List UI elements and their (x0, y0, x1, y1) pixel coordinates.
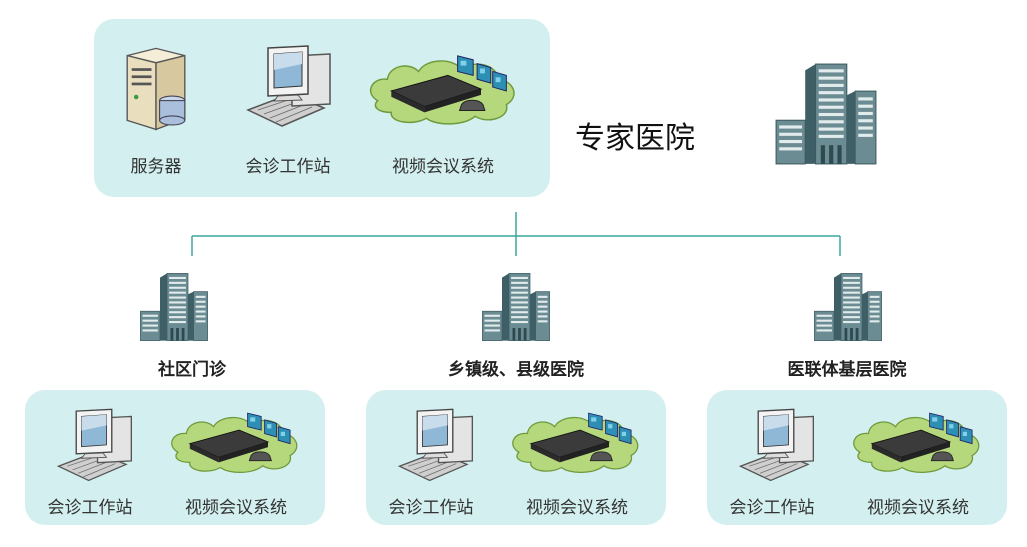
branch-3-device-label-video: 视频会议系统 (867, 498, 969, 518)
branch-3-device-label-workstation: 会诊工作站 (729, 498, 815, 518)
branch-1-device-label-workstation: 会诊工作站 (47, 498, 133, 518)
video-conference-icon (364, 50, 520, 128)
workstation-icon (728, 404, 824, 484)
branch-2-device-label-workstation: 会诊工作站 (388, 498, 474, 518)
video-conference-icon (505, 408, 645, 476)
branch-building-icon-1 (132, 272, 216, 342)
branch-building-icon-2 (474, 272, 558, 342)
branch-title-1: 社区门诊 (158, 360, 226, 380)
hq-device-label-video: 视频会议系统 (392, 157, 494, 177)
video-conference-icon (164, 408, 304, 476)
hq-device-label-server: 服务器 (130, 157, 182, 177)
hq-building-icon (748, 62, 904, 166)
branch-2-device-label-video: 视频会议系统 (526, 498, 628, 518)
workstation-icon (387, 404, 483, 484)
hq-device-label-workstation: 会诊工作站 (245, 157, 331, 177)
workstation-icon (46, 404, 142, 484)
server-icon (120, 38, 192, 138)
workstation-icon (236, 40, 340, 130)
branch-building-icon-3 (806, 272, 890, 342)
branch-title-3: 医联体基层医院 (787, 360, 907, 380)
branch-1-device-label-video: 视频会议系统 (185, 498, 287, 518)
branch-title-2: 乡镇级、县级医院 (448, 360, 584, 380)
video-conference-icon (846, 408, 986, 476)
hq-title: 专家医院 (575, 121, 695, 156)
